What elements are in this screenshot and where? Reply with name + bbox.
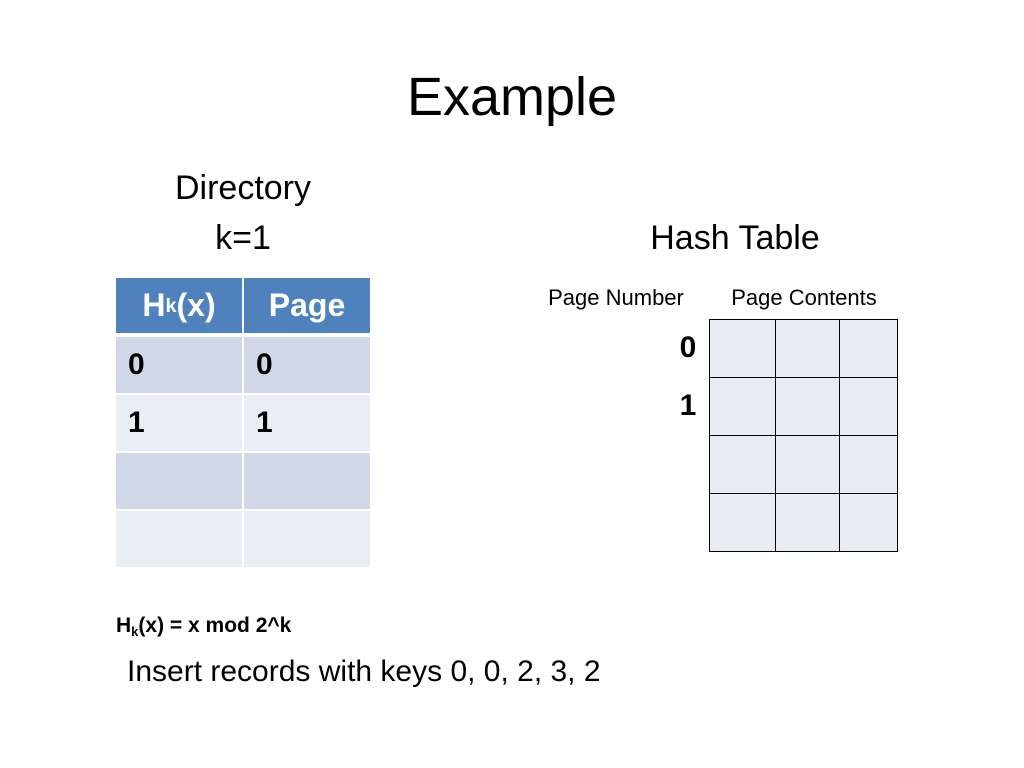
- directory-cell-page: [244, 511, 370, 567]
- page-content-cell: [840, 494, 898, 552]
- hash-table-label: Hash Table: [650, 219, 820, 257]
- slide-title: Example: [406, 67, 618, 127]
- directory-cell-page: 1: [244, 395, 370, 451]
- header-page-label: Page: [268, 287, 346, 323]
- header-hash-base: H: [142, 287, 166, 323]
- formula-tail: (x) = x mod 2^k: [138, 614, 292, 637]
- page-content-cell: [840, 320, 898, 378]
- page-number: 0: [679, 331, 697, 364]
- directory-k-label: k=1: [215, 219, 271, 257]
- page-content-cell: [840, 436, 898, 494]
- page-content-cell: [776, 320, 840, 378]
- page-number-label: Page Number: [548, 285, 684, 310]
- page-number: 1: [679, 389, 697, 422]
- page-content-cell: [710, 436, 776, 494]
- directory-cell-page: [244, 453, 370, 509]
- directory-cell-hash: [116, 511, 242, 567]
- page-content-cell: [710, 320, 776, 378]
- directory-cell-page: 0: [244, 337, 370, 393]
- page-content-cell: [776, 494, 840, 552]
- instruction-text: Insert records with keys 0, 0, 2, 3, 2: [127, 655, 601, 688]
- page-content-cell: [710, 378, 776, 436]
- formula-base: H: [116, 614, 132, 637]
- page-content-cell: [840, 378, 898, 436]
- directory-cell-hash: 1: [116, 395, 242, 451]
- page-content-cell: [710, 494, 776, 552]
- directory-label: Directory: [174, 169, 312, 207]
- directory-header-page: Page: [244, 278, 370, 333]
- page-contents-label: Page Contents: [731, 285, 877, 310]
- formula-sub: k: [131, 624, 139, 640]
- directory-cell-hash: 0: [116, 337, 242, 393]
- hash-table-grid: [709, 319, 898, 552]
- directory-cell-hash: [116, 453, 242, 509]
- page-content-cell: [776, 436, 840, 494]
- header-hash-tail: (x): [176, 287, 216, 323]
- page-content-cell: [776, 378, 840, 436]
- hash-function-formula: Hk(x) = x mod 2^k: [116, 614, 291, 638]
